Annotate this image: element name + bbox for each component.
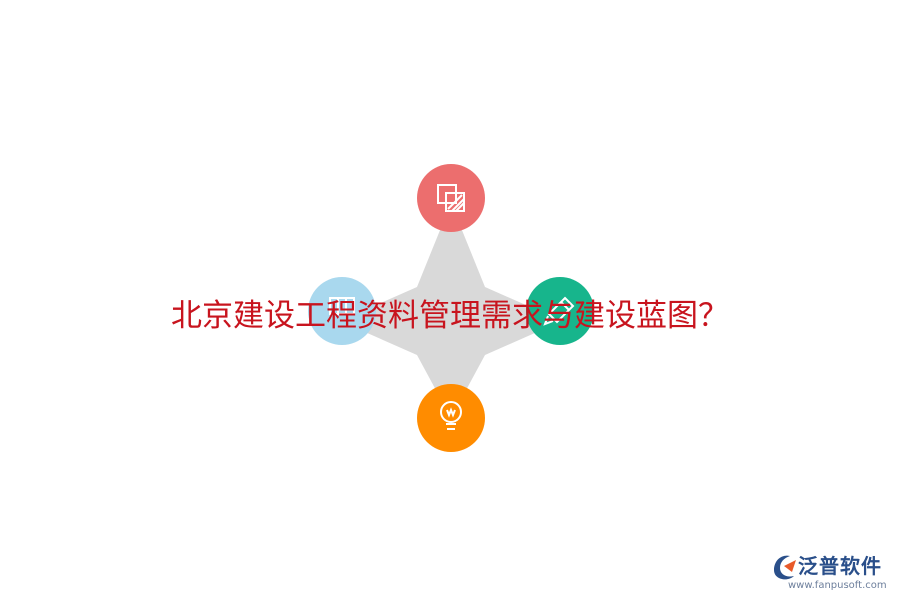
brand-url: www.fanpusoft.com <box>788 580 887 591</box>
pencil-ruler-icon <box>543 296 575 326</box>
node-right <box>526 277 594 345</box>
brand-logo: 泛普软件 www.fanpusoft.com <box>768 550 896 596</box>
node-top <box>417 164 485 232</box>
brand-name: 泛普软件 <box>798 554 882 578</box>
center-star-connector <box>340 203 562 418</box>
lightbulb-icon <box>440 401 462 430</box>
layers-icon <box>437 184 465 212</box>
building-icon <box>329 297 355 315</box>
node-bottom <box>417 384 485 452</box>
page-title: 北京建设工程资料管理需求与建设蓝图？ <box>171 298 729 334</box>
brand-mark-icon <box>774 555 796 580</box>
node-left <box>308 277 376 345</box>
